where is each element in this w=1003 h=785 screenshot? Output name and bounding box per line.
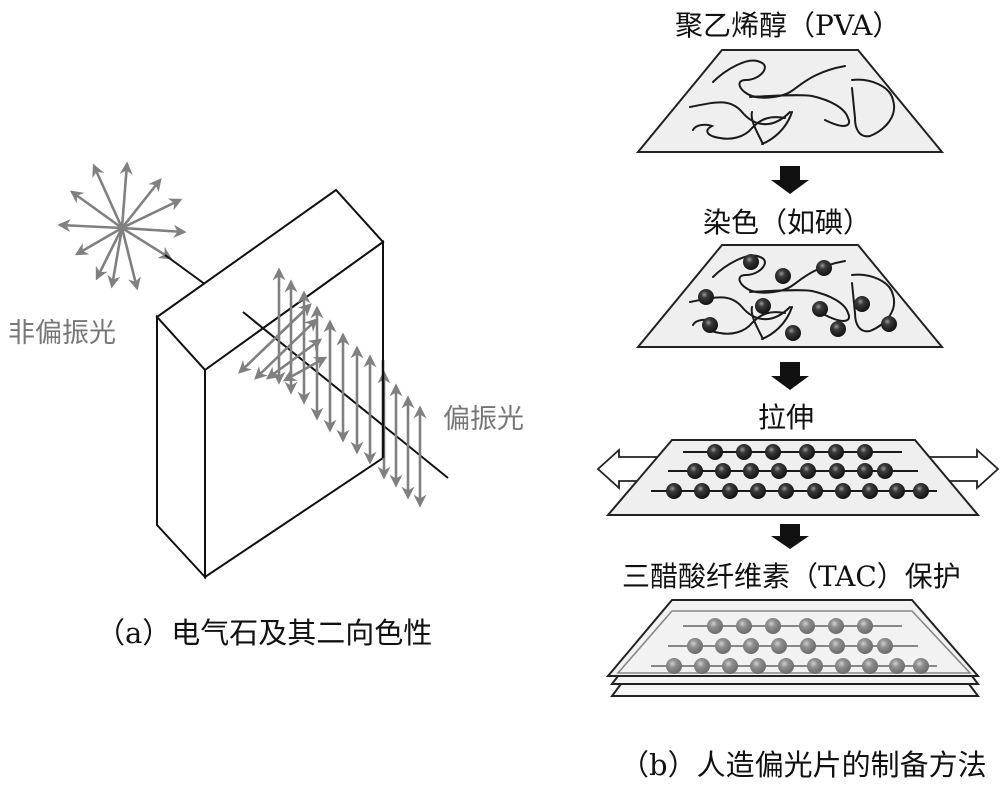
iodine-bead bbox=[715, 463, 731, 479]
iodine-bead bbox=[707, 618, 723, 634]
step-title-stretching: 拉伸 bbox=[758, 401, 815, 434]
iodine-bead bbox=[736, 618, 752, 634]
iodine-bead bbox=[857, 463, 873, 479]
iodine-bead bbox=[877, 463, 893, 479]
stretched-sheet bbox=[596, 439, 1000, 516]
polarization-arrow bbox=[57, 219, 123, 232]
iodine-bead bbox=[687, 638, 703, 654]
iodine-bead bbox=[835, 658, 851, 674]
iodine-bead bbox=[829, 638, 845, 654]
iodine-bead bbox=[687, 463, 703, 479]
iodine-bead bbox=[800, 463, 816, 479]
unpolarized-light-label: 非偏振光 bbox=[8, 318, 116, 349]
polarization-arrow bbox=[119, 161, 133, 229]
iodine-bead bbox=[715, 638, 731, 654]
tourmaline-crystal bbox=[155, 188, 385, 580]
polarization-arrow bbox=[121, 198, 183, 230]
polarization-arrow bbox=[107, 227, 124, 289]
iodine-bead bbox=[913, 658, 929, 674]
iodine-bead bbox=[743, 463, 759, 479]
iodine-bead bbox=[778, 658, 794, 674]
iodine-bead bbox=[862, 658, 878, 674]
iodine-bead bbox=[750, 658, 766, 674]
iodine-bead bbox=[828, 618, 844, 634]
iodine-bead bbox=[722, 658, 738, 674]
iodine-bead bbox=[862, 483, 878, 499]
aligned-iodine-chains bbox=[651, 444, 937, 499]
panel-a-tourmaline bbox=[57, 161, 449, 580]
iodine-bead bbox=[666, 483, 682, 499]
iodine-bead bbox=[785, 325, 801, 341]
process-arrow-2-icon bbox=[771, 362, 809, 390]
polarization-arrow bbox=[92, 163, 124, 229]
iodine-bead bbox=[736, 444, 752, 460]
iodine-bead bbox=[829, 463, 845, 479]
iodine-bead bbox=[765, 618, 781, 634]
iodine-bead bbox=[799, 444, 815, 460]
iodine-bead bbox=[698, 289, 714, 305]
iodine-molecules bbox=[698, 254, 897, 341]
polarized-light-label: 偏振光 bbox=[443, 404, 524, 435]
iodine-bead bbox=[743, 638, 759, 654]
iodine-bead bbox=[889, 658, 905, 674]
iodine-bead bbox=[828, 444, 844, 460]
iodine-bead bbox=[807, 483, 823, 499]
iodine-bead bbox=[881, 316, 897, 332]
dyed-sheet bbox=[635, 244, 945, 348]
pva-sheet bbox=[635, 49, 945, 153]
iodine-bead bbox=[694, 483, 710, 499]
step-title-tac: 三醋酸纤维素（TAC）保护 bbox=[622, 560, 961, 593]
polarization-arrow bbox=[69, 190, 123, 230]
iodine-bead bbox=[771, 463, 787, 479]
iodine-bead bbox=[816, 260, 832, 276]
polarization-arrow bbox=[74, 226, 123, 256]
iodine-bead bbox=[666, 658, 682, 674]
panel-b-polarizer-process bbox=[596, 49, 1000, 697]
iodine-bead bbox=[771, 638, 787, 654]
polarized-vertical-arrows bbox=[272, 267, 427, 508]
polarization-arrow bbox=[120, 227, 141, 291]
iodine-bead bbox=[857, 444, 873, 460]
iodine-bead bbox=[775, 268, 791, 284]
iodine-bead bbox=[857, 618, 873, 634]
iodine-bead bbox=[807, 658, 823, 674]
iodine-bead bbox=[913, 483, 929, 499]
iodine-bead bbox=[889, 483, 905, 499]
iodine-bead bbox=[799, 618, 815, 634]
iodine-bead bbox=[702, 317, 718, 333]
step-title-pva: 聚乙烯醇（PVA） bbox=[675, 9, 901, 42]
iodine-bead bbox=[877, 638, 893, 654]
iodine-bead bbox=[812, 301, 828, 317]
tac-protected-stack bbox=[605, 599, 981, 697]
iodine-bead bbox=[778, 483, 794, 499]
iodine-bead bbox=[765, 444, 781, 460]
iodine-bead bbox=[722, 483, 738, 499]
iodine-bead bbox=[755, 298, 771, 314]
iodine-bead bbox=[707, 444, 723, 460]
polarization-arrow bbox=[120, 177, 162, 229]
iodine-bead bbox=[750, 483, 766, 499]
unpolarized-light-star-icon bbox=[57, 161, 187, 291]
iodine-bead bbox=[743, 254, 759, 270]
iodine-bead bbox=[835, 483, 851, 499]
iodine-bead bbox=[854, 296, 870, 312]
process-arrow-3-icon bbox=[771, 524, 809, 549]
polarization-arrow bbox=[121, 224, 187, 238]
iodine-bead bbox=[857, 638, 873, 654]
process-arrow-1-icon bbox=[771, 166, 809, 194]
iodine-bead bbox=[694, 658, 710, 674]
polarization-arrow bbox=[95, 227, 124, 281]
step-title-dyeing: 染色（如碘） bbox=[703, 206, 872, 239]
caption-b: （b）人造偏光片的制备方法 bbox=[620, 748, 987, 782]
iodine-bead bbox=[800, 638, 816, 654]
polarization-arrow bbox=[121, 226, 173, 260]
iodine-bead bbox=[830, 321, 846, 337]
protected-iodine-chains bbox=[651, 618, 937, 674]
caption-a: （a）电气石及其二向色性 bbox=[96, 616, 433, 650]
